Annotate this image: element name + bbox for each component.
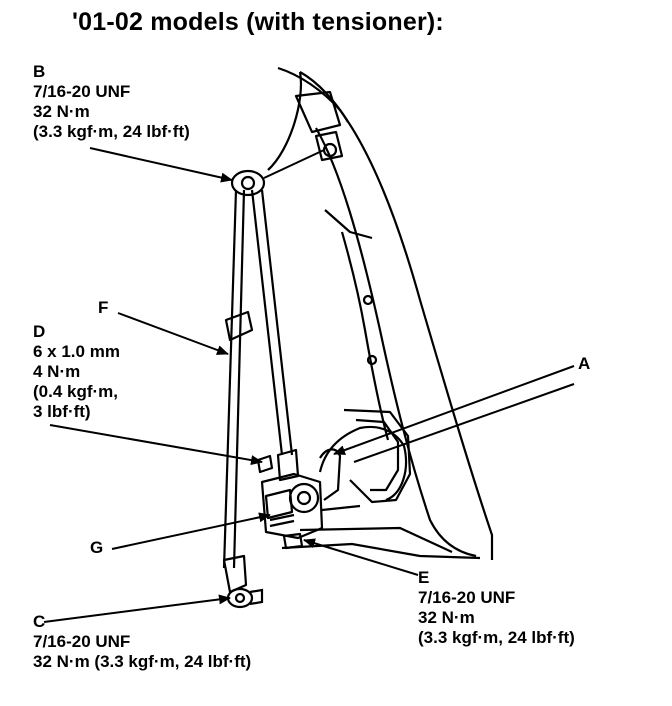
retractor-tensioner (256, 448, 342, 550)
callout-f: F (98, 298, 108, 318)
callout-letter: A (578, 354, 591, 373)
callout-letter: D (33, 322, 46, 341)
callout-d: D 6 x 1.0 mm 4 N·m (0.4 kgf·m, 3 lbf·ft) (33, 322, 120, 422)
callout-torque: 4 N·m (33, 362, 81, 381)
callout-letter: E (418, 568, 430, 587)
callout-thread: 7/16-20 UNF (33, 632, 131, 651)
lower-anchor-bolt (226, 587, 264, 609)
callout-thread: 7/16-20 UNF (418, 588, 516, 607)
callout-a: A (578, 354, 590, 374)
page-title: '01-02 models (with tensioner): (72, 8, 444, 36)
pillar-panel (267, 66, 494, 560)
callout-torque-alt: (3.3 kgf·m, 24 lbf·ft) (418, 628, 575, 647)
callout-letter: B (33, 62, 46, 81)
callout-thread: 7/16-20 UNF (33, 82, 131, 101)
callout-torque: 32 N·m (3.3 kgf·m, 24 lbf·ft) (33, 652, 252, 671)
callout-torque-alt-2: 3 lbf·ft) (33, 402, 91, 421)
callout-torque-alt: (0.4 kgf·m, (33, 382, 119, 401)
leader-lines (43, 147, 575, 623)
callout-torque: 32 N·m (33, 102, 90, 121)
upper-anchor-bolt (230, 169, 266, 197)
callout-b: B 7/16-20 UNF 32 N·m (3.3 kgf·m, 24 lbf·… (33, 62, 190, 142)
callout-size: 6 x 1.0 mm (33, 342, 120, 361)
callout-e: E 7/16-20 UNF 32 N·m (3.3 kgf·m, 24 lbf·… (418, 568, 575, 648)
callout-c: C 7/16-20 UNF 32 N·m (3.3 kgf·m, 24 lbf·… (33, 612, 251, 672)
callout-g: G (90, 538, 103, 558)
belt-webbing (222, 189, 294, 594)
callout-letter: G (90, 538, 104, 557)
callout-torque: 32 N·m (418, 608, 475, 627)
callout-torque-alt: (3.3 kgf·m, 24 lbf·ft) (33, 122, 190, 141)
callout-letter: F (98, 298, 109, 317)
callout-letter: C (33, 612, 46, 631)
